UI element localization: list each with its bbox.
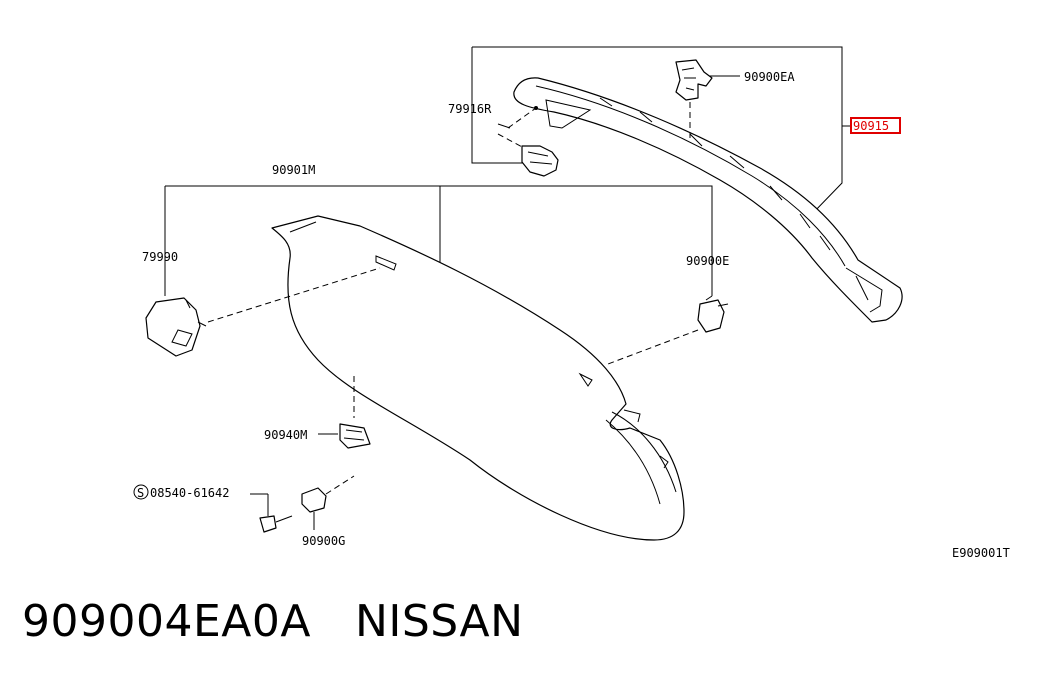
figure-code: E909001T bbox=[952, 546, 1010, 560]
part-number: 909004EA0A bbox=[22, 596, 311, 647]
trim-panel-90901m[interactable] bbox=[271, 215, 685, 541]
cover-79990[interactable] bbox=[145, 267, 381, 357]
callout-08540-61642: 08540-61642 bbox=[150, 486, 229, 500]
upper-trim-strip-90915[interactable] bbox=[513, 77, 903, 323]
callout-08540-symbol: S bbox=[137, 486, 144, 500]
screw-08540-61642[interactable] bbox=[250, 493, 293, 533]
brand-name: NISSAN bbox=[354, 596, 524, 647]
clip-90900ea[interactable] bbox=[675, 59, 713, 140]
clip-90940m[interactable] bbox=[318, 376, 371, 449]
highlight-box bbox=[850, 117, 901, 134]
clip-90900g[interactable] bbox=[301, 475, 355, 530]
callout-90900g: 90900G bbox=[302, 534, 345, 548]
callout-79916r: 79916R bbox=[448, 102, 492, 116]
screw-symbol-icon bbox=[133, 484, 149, 500]
callout-90901m: 90901M bbox=[272, 163, 315, 177]
callout-79990: 79990 bbox=[142, 250, 178, 264]
callout-90940m: 90940M bbox=[264, 428, 307, 442]
callout-90915[interactable]: 90915 bbox=[853, 119, 889, 133]
socket-79916r[interactable] bbox=[497, 107, 559, 177]
callout-90900e: 90900E bbox=[686, 254, 729, 268]
upper-group-bracket bbox=[471, 46, 852, 215]
callout-90900ea: 90900EA bbox=[744, 70, 795, 84]
clip-90900e[interactable] bbox=[607, 295, 729, 365]
lower-group-bracket bbox=[164, 185, 713, 296]
part-number-footer: 909004EA0A NISSAN bbox=[22, 596, 524, 647]
